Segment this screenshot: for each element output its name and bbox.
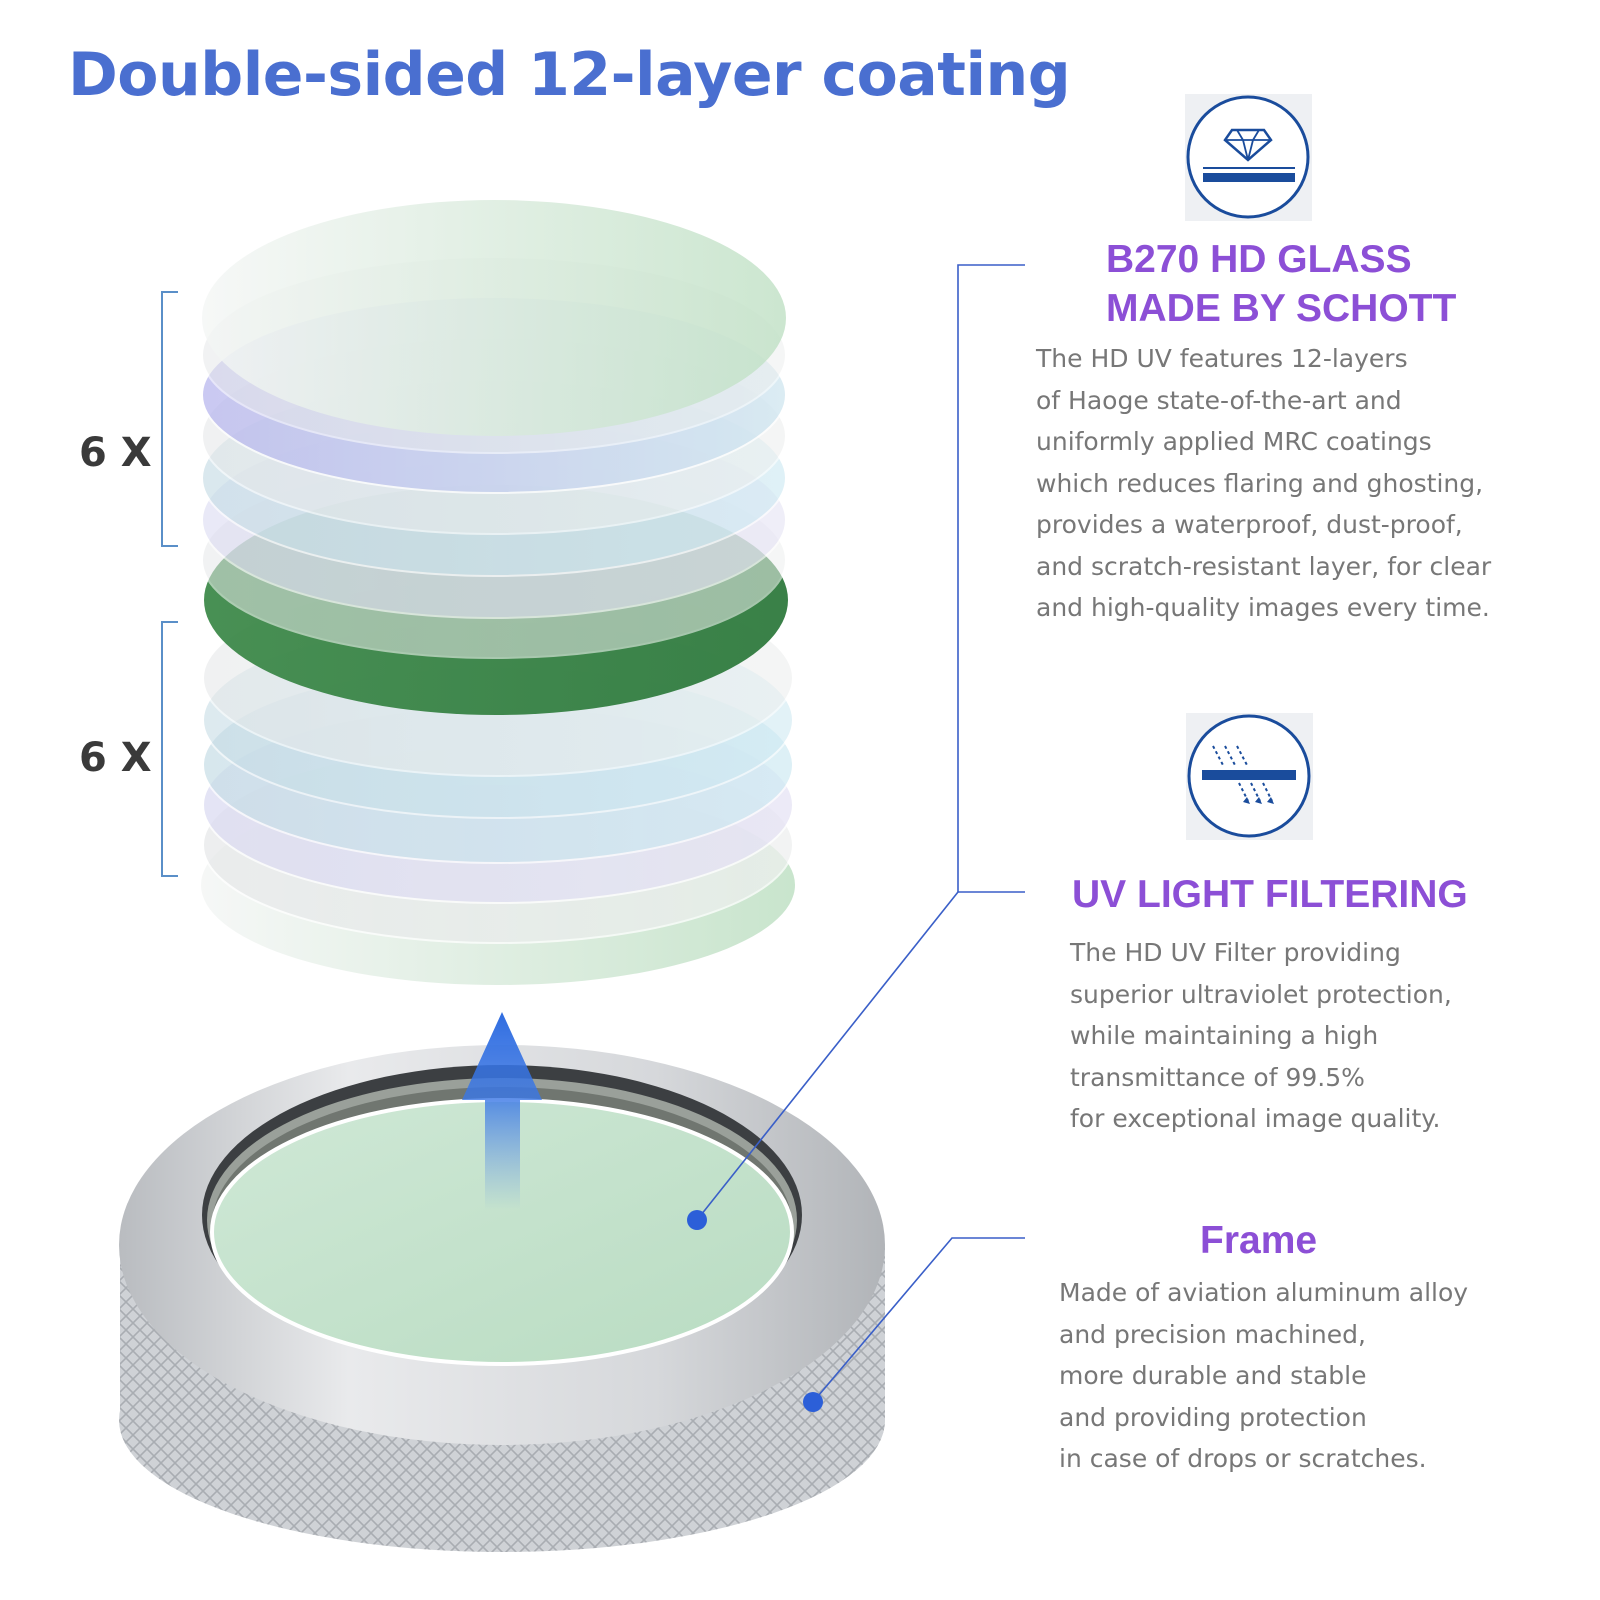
callout-dot-uv	[687, 1210, 707, 1230]
diamond-glass-icon	[1185, 94, 1312, 221]
glass-heading-line: MADE BY SCHOTT	[1106, 287, 1457, 330]
coating-layer	[202, 200, 786, 436]
uv-description: The HD UV Filter providing superior ultr…	[1070, 938, 1452, 1133]
glass-heading: B270 HD GLASS MADE BY SCHOTT	[1106, 235, 1456, 333]
frame-heading: Frame	[1200, 1219, 1318, 1262]
layer-group-bracket	[161, 621, 178, 877]
callout-line-glass	[957, 264, 1025, 893]
coating-layers	[201, 200, 795, 985]
layer-group-bracket	[161, 291, 178, 547]
page-title: Double-sided 12-layer coating	[68, 40, 1071, 110]
filter-ring	[119, 1045, 885, 1552]
glass-description: The HD UV features 12-layers of Haoge st…	[1036, 344, 1492, 622]
callout-line-frame	[812, 1237, 1025, 1403]
layer-count-label: 6 X	[79, 735, 152, 781]
callout-dot-frame	[803, 1392, 823, 1412]
layer-count-label: 6 X	[79, 430, 152, 476]
callout-line-uv	[696, 891, 959, 1221]
frame-description: Made of aviation aluminum alloy and prec…	[1059, 1278, 1469, 1473]
upward-arrow	[462, 1012, 542, 1210]
callout-lines	[696, 264, 1025, 1403]
glass-heading-line: B270 HD GLASS	[1106, 238, 1412, 281]
uv-filter-icon	[1186, 713, 1313, 840]
uv-heading: UV LIGHT FILTERING	[1072, 873, 1468, 916]
